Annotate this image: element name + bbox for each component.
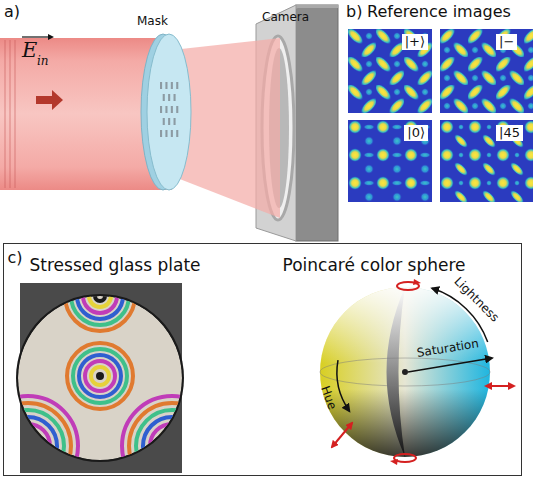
circular-polarization-head (390, 459, 398, 465)
hue-arrow (337, 360, 349, 411)
field-subscript: in (37, 55, 49, 67)
panel-letter: b) (346, 3, 362, 21)
mask (147, 34, 191, 190)
camera-body (296, 5, 338, 241)
sphere-shading (320, 287, 490, 457)
part-name: Camera (262, 11, 309, 25)
state-label: |+⟩ (402, 34, 428, 50)
wavefront (5, 40, 6, 188)
reference-pattern (440, 120, 533, 202)
wavefront (15, 40, 16, 188)
propagation-arrow (36, 90, 63, 110)
panel-title: Reference images (367, 3, 511, 21)
reference-pattern (348, 120, 432, 202)
reference-pattern (440, 29, 533, 113)
mask-pattern (160, 82, 178, 137)
sphere-centre (402, 369, 408, 375)
stress-fringes (0, 261, 222, 479)
wavefront (10, 40, 11, 188)
reference-image: |45 (440, 120, 533, 202)
photo-title: Stressed glass plate (30, 256, 201, 276)
reference-pattern (348, 29, 432, 113)
reference-image: |− (440, 29, 533, 113)
axis-label: Saturation (416, 337, 480, 360)
color-sphere (320, 287, 490, 457)
state-label: |− (496, 34, 517, 50)
axis-label: Lightness (450, 274, 500, 324)
reference-image: |+⟩ (348, 29, 432, 113)
vector-arrow-head (48, 34, 54, 40)
state-label: |0⟩ (404, 125, 428, 141)
circular-polarization-head (413, 279, 421, 285)
camera-top (256, 5, 338, 24)
axis-label: Hue (317, 384, 338, 411)
panel-letter: c) (8, 249, 23, 267)
panel-frame: c) Stressed glass plate Poincaré color sph… (3, 243, 522, 476)
linear-polarization-symbol (332, 423, 352, 447)
reference-image: |0⟩ (348, 120, 432, 202)
field-symbol: E (22, 40, 37, 61)
saturation-arrow (408, 358, 492, 372)
vector-arrow (22, 36, 49, 37)
sphere-title: Poincaré color sphere (283, 256, 466, 276)
linear-polarization-symbol (486, 385, 514, 387)
part-name: Mask (137, 15, 168, 29)
state-label: |45 (496, 125, 523, 141)
panel-letter: a) (4, 3, 20, 21)
